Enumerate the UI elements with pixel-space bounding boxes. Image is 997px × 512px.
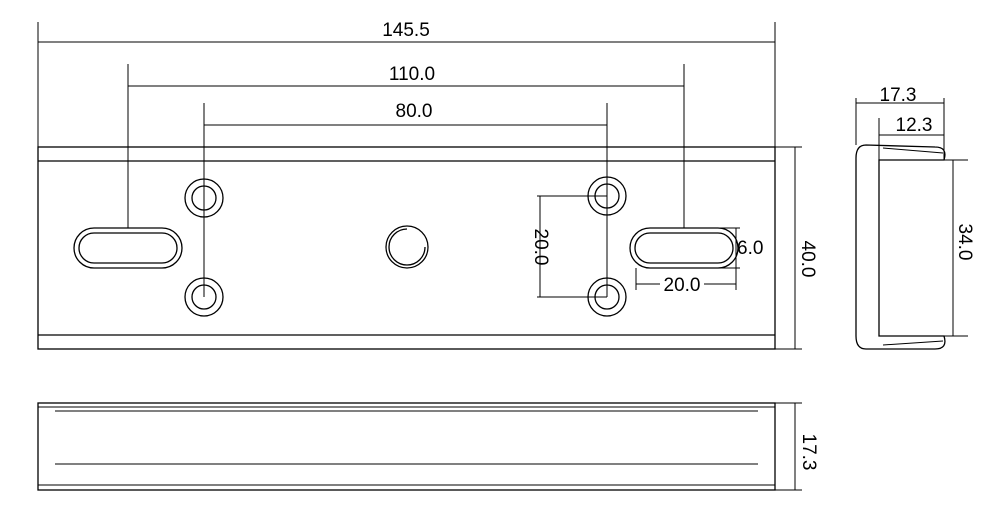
side-view-outline: [855, 144, 946, 350]
dimension-label-6-0: 6.0: [737, 238, 763, 259]
right-slot-inner: [634, 232, 734, 264]
dimension-slot-width: 6.0: [710, 227, 763, 269]
dimension-hole-spacing-vertical: 20.0: [530, 195, 607, 298]
dimension-label-17-3-side: 17.3: [880, 85, 917, 106]
dimension-label-12-3: 12.3: [896, 115, 933, 136]
dimension-hole-spacing-horizontal: 80.0: [203, 101, 608, 297]
dimension-plate-height: 40.0: [775, 146, 818, 350]
dimension-label-40-0: 40.0: [797, 241, 818, 278]
front-view-outline: [37, 146, 776, 350]
dimension-label-80-0: 80.0: [396, 101, 433, 122]
dimension-label-34-0: 34.0: [954, 224, 975, 261]
dimension-label-110-0: 110.0: [389, 64, 435, 85]
dimension-slot-length: 20.0: [635, 268, 737, 296]
side-view: [855, 144, 946, 350]
left-slot-inner: [78, 232, 178, 264]
side-view-inner-top-line: [882, 147, 944, 154]
center-hole: [385, 225, 429, 269]
bottom-view: [37, 402, 776, 491]
bottom-view-outline: [37, 402, 776, 491]
dimension-label-20-0-vertical: 20.0: [530, 229, 551, 266]
side-view-inner-bottom-line: [882, 340, 944, 346]
dimension-label-17-3-bottom: 17.3: [798, 434, 819, 471]
dimension-bottom-thickness: 17.3: [775, 402, 819, 491]
dimension-side-inner-height: 34.0: [944, 159, 975, 337]
dimension-label-145-5: 145.5: [382, 20, 430, 41]
dimension-side-inner-width: 12.3: [878, 115, 944, 160]
dimension-side-outer-width: 17.3: [855, 85, 945, 160]
dimension-label-20-0-horizontal: 20.0: [664, 275, 701, 296]
dimension-overall-length: 145.5: [37, 20, 776, 147]
front-view: [37, 146, 776, 350]
dimension-slot-spacing: 110.0: [127, 64, 685, 228]
